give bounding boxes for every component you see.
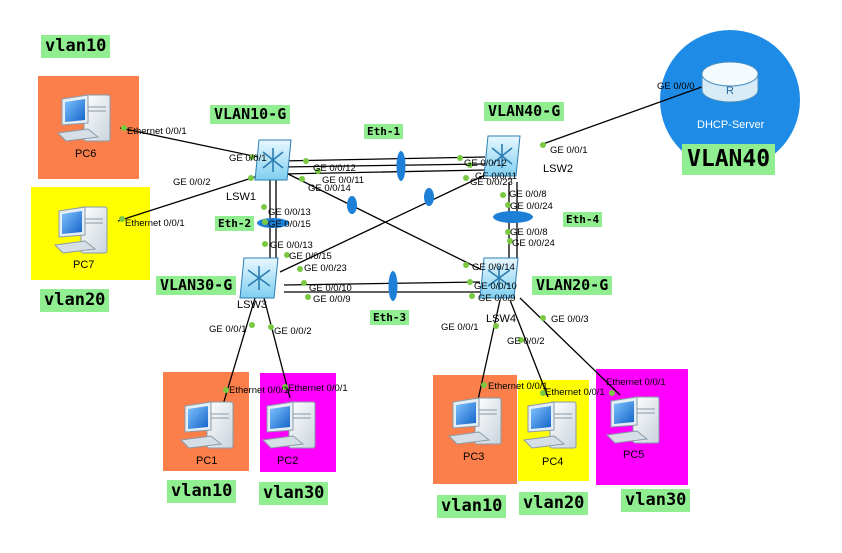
lsw4-g8-label: GE 0/0/8 xyxy=(510,227,548,238)
vlan10-pc1-tag: vlan10 xyxy=(167,480,237,503)
lsw4-switch[interactable] xyxy=(479,257,519,299)
lsw2-label: LSW2 xyxy=(543,163,573,175)
vlan40-server-tag: VLAN40 xyxy=(682,144,776,175)
pc4-eth-label: Ethernet 0/0/1 xyxy=(545,387,605,398)
lsw1-g14-label: GE 0/0/14 xyxy=(308,183,351,194)
links xyxy=(117,83,711,409)
lsw1-g2-label: GE 0/0/2 xyxy=(173,177,211,188)
pc1-eth-label: Ethernet 0/0/1 xyxy=(229,385,289,396)
pc3-computer-icon[interactable] xyxy=(447,397,502,445)
pc5-eth-label: Ethernet 0/0/1 xyxy=(606,377,666,388)
lsw2-g8-label: GE 0/0/8 xyxy=(509,189,547,200)
eth4-bundle xyxy=(493,211,533,223)
port-dots xyxy=(119,83,709,396)
eth3-bundle xyxy=(388,271,398,301)
eth2-tag: Eth-2 xyxy=(215,216,255,231)
pc2-label: PC2 xyxy=(277,455,298,467)
eth-bundle-diag-a xyxy=(347,196,357,214)
lsw3-g10-label: GE 0/0/10 xyxy=(309,283,352,294)
pc1-label: PC1 xyxy=(196,455,217,467)
lsw3-g15-label: GE 0/0/15 xyxy=(289,251,332,262)
vlan40g-tag: VLAN40-G xyxy=(484,102,565,121)
lsw1-g11-label: GE 0/0/11 xyxy=(322,175,364,186)
server-label: DHCP-Server xyxy=(697,119,765,131)
lsw4-g9-label: GE 0/0/9 xyxy=(478,293,516,304)
pc2-eth-label: Ethernet 0/0/1 xyxy=(288,383,348,394)
lsw4-label: LSW4 xyxy=(486,313,516,325)
lsw2-g12-label: GE 0/0/12 xyxy=(464,158,507,169)
lsw4-g24-label: GE 0/0/24 xyxy=(512,238,555,249)
eth3-tag: Eth-3 xyxy=(370,310,410,325)
pc6-computer-icon[interactable] xyxy=(56,94,111,142)
eth-bundle-diag-b xyxy=(424,188,434,206)
lsw2-g1-label: GE 0/0/1 xyxy=(550,145,588,156)
lsw3-g9-label: GE 0/0/9 xyxy=(313,294,351,305)
pc7-eth-label: Ethernet 0/0/1 xyxy=(125,218,185,229)
pc6-eth-label: Ethernet 0/0/1 xyxy=(127,126,187,137)
eth1-bundle xyxy=(396,151,406,181)
lsw4-g1-label: GE 0/0/1 xyxy=(441,322,479,333)
lsw3-g2-label: GE 0/0/2 xyxy=(274,326,312,337)
router-glyph: R xyxy=(726,85,734,97)
vlan20-pc4-tag: vlan20 xyxy=(519,492,589,515)
lsw2-g0-label: GE 0/0/0 xyxy=(657,81,695,92)
lsw3-g1-label: GE 0/0/1 xyxy=(209,324,247,335)
lsw4-g3-label: GE 0/0/3 xyxy=(551,314,589,325)
pc3-label: PC3 xyxy=(463,451,484,463)
pc5-label: PC5 xyxy=(623,449,644,461)
pc4-label: PC4 xyxy=(542,456,563,468)
vlan20-pc7-tag: vlan20 xyxy=(40,289,110,312)
lsw3-switch[interactable] xyxy=(239,257,279,299)
lsw2-g11-label: GE 0/0/11 xyxy=(475,171,517,182)
lsw2-g23-label: GE 0/0/23 xyxy=(470,177,513,188)
lsw1-g13-label: GE 0/0/13 xyxy=(268,207,311,218)
lsw2-g24-label: GE 0/0/24 xyxy=(510,201,553,212)
pc4-computer-icon[interactable] xyxy=(522,401,577,449)
pc6-label: PC6 xyxy=(75,148,96,160)
vlan10g-tag: VLAN10-G xyxy=(210,105,291,124)
lsw3-g13-label: GE 0/0/13 xyxy=(270,240,313,251)
lsw1-label: LSW1 xyxy=(226,191,256,203)
eth1-tag: Eth-1 xyxy=(364,124,404,139)
pc7-computer-icon[interactable] xyxy=(53,206,108,254)
eth4-tag: Eth-4 xyxy=(563,212,603,227)
lsw1-g1-label: GE 0/0/1 xyxy=(229,153,267,164)
vlan30g-tag: VLAN30-G xyxy=(156,276,237,295)
vlan10-pc3-tag: vlan10 xyxy=(437,495,507,518)
pc5-computer-icon[interactable] xyxy=(605,396,660,444)
dhcp-server-router[interactable]: R xyxy=(701,61,759,103)
lsw1-g15-label: GE 0/0/15 xyxy=(268,219,311,230)
pc3-eth-label: Ethernet 0/0/1 xyxy=(488,381,548,392)
lsw3-label: LSW3 xyxy=(237,299,267,311)
vlan20g-tag: VLAN20-G xyxy=(532,276,613,295)
lsw1-g12-label: GE 0/0/12 xyxy=(313,163,356,174)
lsw4-g14-label: GE 0/0/14 xyxy=(472,262,515,273)
vlan30-pc2-tag: vlan30 xyxy=(259,482,329,505)
pc1-computer-icon[interactable] xyxy=(179,401,234,449)
lsw4-g10-label: GE 0/0/10 xyxy=(474,281,517,292)
lsw3-g23-label: GE 0/0/23 xyxy=(304,263,347,274)
vlan10-top-tag: vlan10 xyxy=(41,35,111,58)
pc2-computer-icon[interactable] xyxy=(261,401,316,449)
lsw4-g2-label: GE 0/0/2 xyxy=(507,336,545,347)
vlan30-pc5-tag: vlan30 xyxy=(621,489,691,512)
pc7-label: PC7 xyxy=(73,259,94,271)
lsw2-switch[interactable] xyxy=(483,135,521,177)
lsw1-switch[interactable] xyxy=(254,139,292,181)
eth-bundles xyxy=(257,151,533,301)
